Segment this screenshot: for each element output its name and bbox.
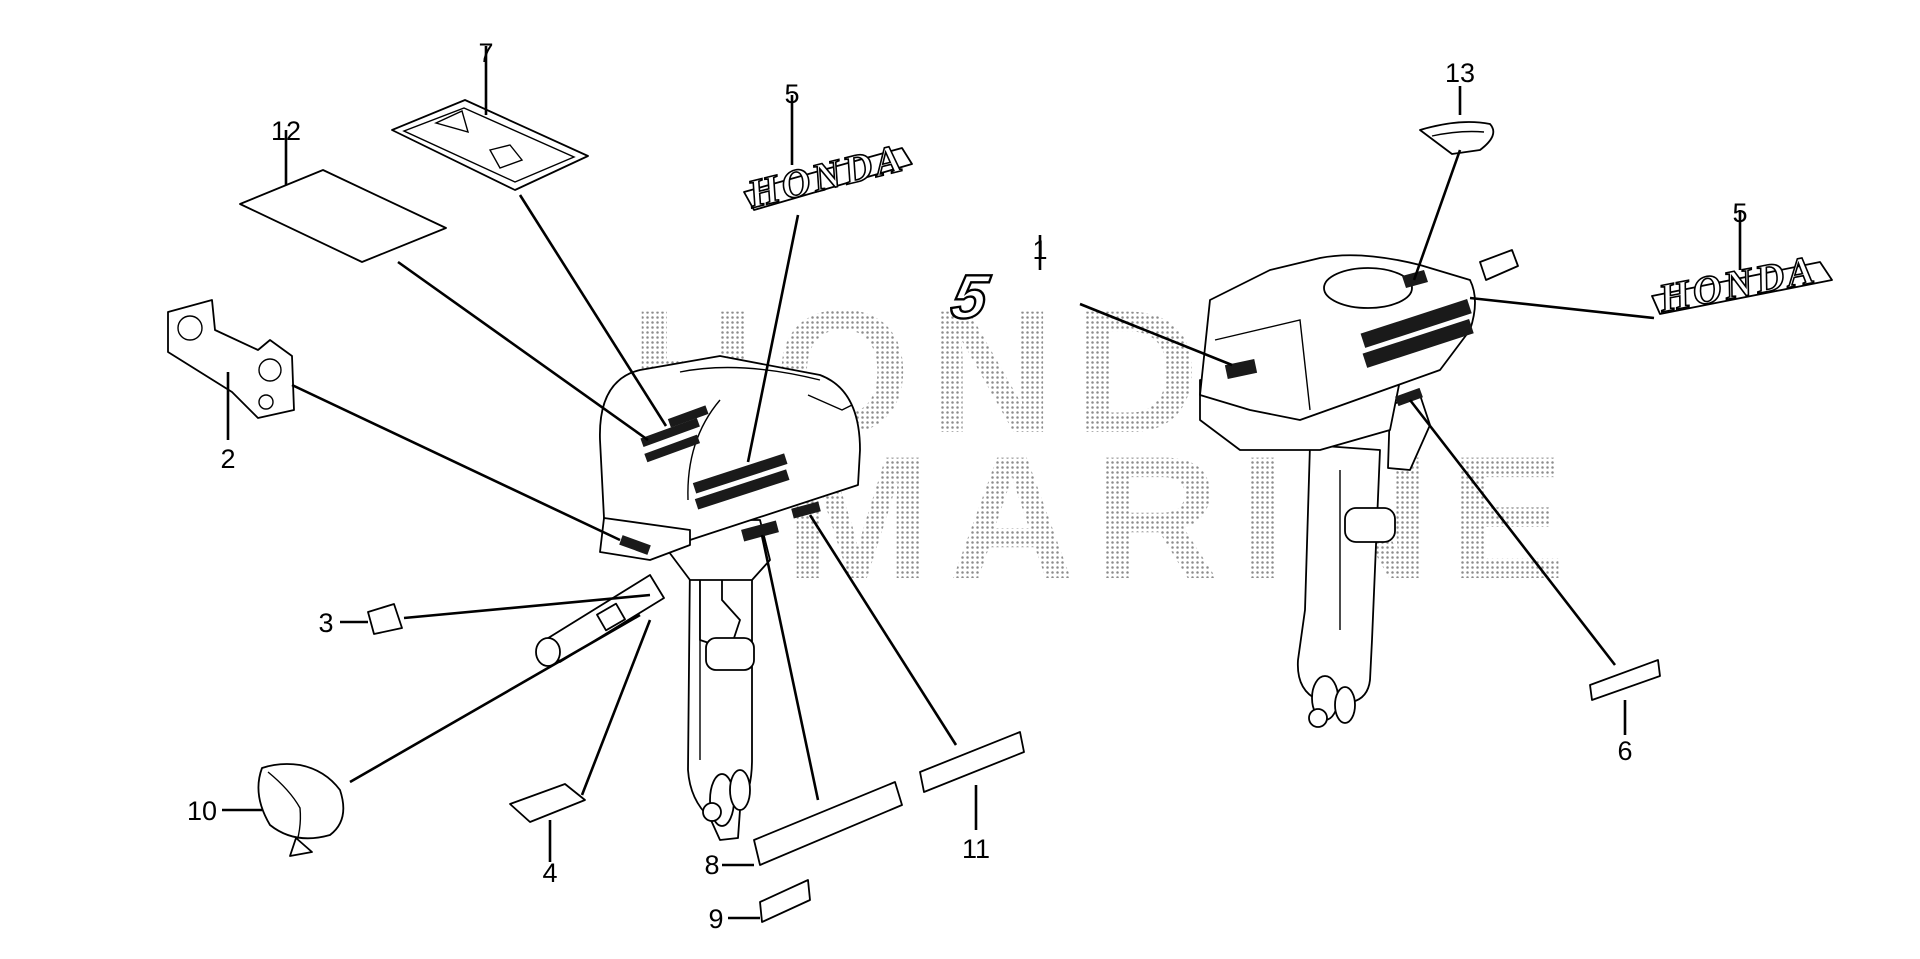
- propeller-left: [702, 769, 751, 827]
- honda-decal-right: HONDA: [1651, 245, 1833, 322]
- decal-bracket-label: [167, 299, 295, 419]
- callout-8: 8: [704, 850, 719, 880]
- cover-decal-marks-right: [1224, 270, 1474, 407]
- decal-small-diamond: [509, 783, 586, 823]
- watermark-line-2: MARINE: [785, 421, 1583, 616]
- callout-2: 2: [220, 444, 235, 474]
- callout-7: 7: [478, 38, 493, 68]
- callout-9: 9: [708, 904, 723, 934]
- leader-lines: [222, 46, 1742, 920]
- honda-decal-left-text: HONDA: [742, 134, 909, 216]
- decal-strip-8: [753, 781, 903, 866]
- callout-1: 1: [1032, 235, 1047, 265]
- callout-numbers: 7 12 2 5 13 5 1 3 10 4 8 9 11 6: [187, 38, 1748, 934]
- decal-strip-9: [759, 879, 811, 923]
- outboard-motor-right: [1199, 249, 1519, 728]
- honda-decal-right-text: HONDA: [1654, 246, 1820, 321]
- decal-plate: [239, 169, 447, 263]
- callout-13: 13: [1445, 58, 1475, 88]
- decal-strip-6: [1589, 659, 1661, 701]
- callout-10: 10: [187, 796, 217, 826]
- decal-dome: [1419, 121, 1495, 155]
- outboard-motor-left: [535, 355, 861, 841]
- propeller-right: [1308, 675, 1356, 728]
- callout-11: 11: [962, 834, 990, 864]
- callout-6: 6: [1617, 736, 1632, 766]
- callout-3: 3: [318, 608, 333, 638]
- engine-cover-left: [599, 355, 861, 541]
- honda-decal-left: HONDA: [742, 134, 913, 218]
- cover-decal-marks-left: [619, 405, 821, 555]
- decal-strip-11: [919, 731, 1025, 793]
- callout-5-right: 5: [1732, 198, 1747, 228]
- callout-4: 4: [542, 858, 557, 888]
- callout-5-left: 5: [784, 79, 799, 109]
- callout-12: 12: [271, 116, 301, 146]
- decal-warning-label: [391, 99, 589, 191]
- decal-small-square: [367, 603, 403, 635]
- decal-band: [257, 763, 345, 857]
